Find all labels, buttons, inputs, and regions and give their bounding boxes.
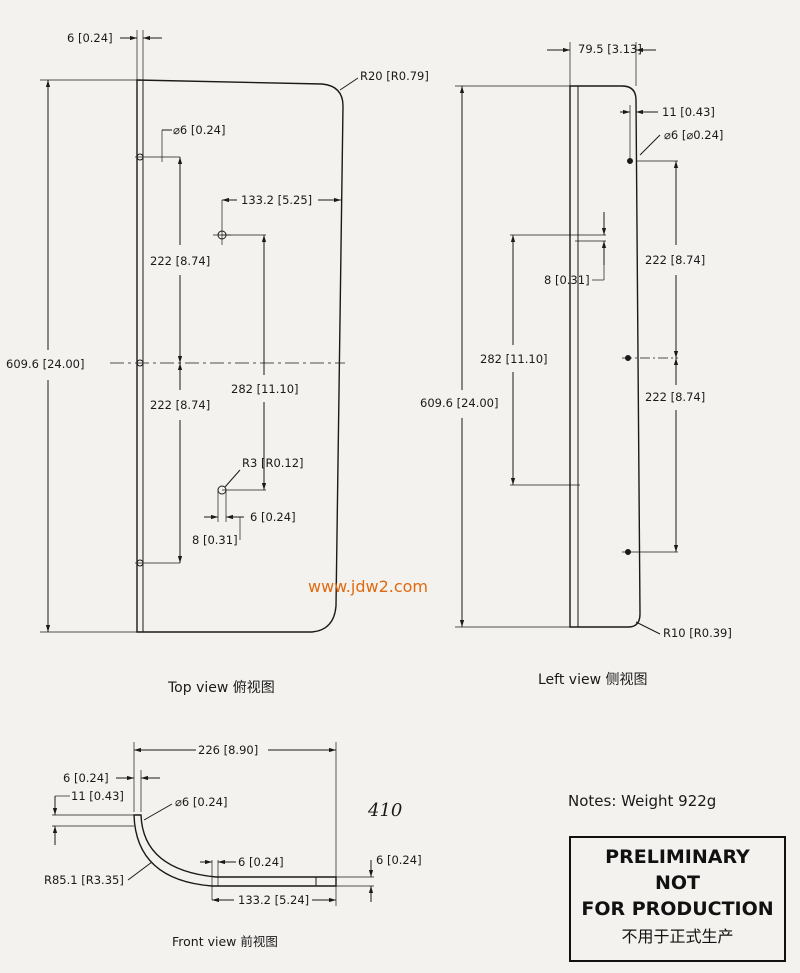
top-slot-radius-dim: R3 [R0.12] [242, 456, 304, 470]
front-edge-offset-dim: 11 [0.43] [71, 789, 124, 803]
top-hole-dia-dim: ⌀6 [0.24] [173, 123, 225, 137]
top-pitch-upper-dim: 222 [8.74] [150, 254, 210, 268]
left-slot-length-dim: 282 [11.10] [480, 352, 548, 366]
top-slot-length-dim: 282 [11.10] [231, 382, 299, 396]
front-overall-width-dim: 226 [8.90] [198, 743, 258, 757]
top-slot-width-dim: 6 [0.24] [250, 510, 296, 524]
stamp-line-2: NOT [654, 872, 700, 894]
top-view-caption: Top view 俯视图 [167, 680, 275, 696]
top-slot-span-dim: 8 [0.31] [192, 533, 238, 547]
front-view-caption: Front view 前视图 [172, 934, 278, 949]
top-hole-offset-dim: 133.2 [5.25] [241, 193, 312, 207]
top-overall-length-dim: 609.6 [24.00] [6, 357, 84, 371]
top-thickness-dim: 6 [0.24] [67, 31, 113, 45]
preliminary-stamp: PRELIMINARY NOT FOR PRODUCTION 不用于正式生产 [569, 836, 786, 962]
top-hole-mid [136, 359, 144, 367]
top-pitch-lower-dim: 222 [8.74] [150, 398, 210, 412]
top-corner-radius-dim: R20 [R0.79] [360, 69, 429, 83]
top-view [40, 30, 359, 633]
front-thickness-b-dim: 6 [0.24] [376, 853, 422, 867]
front-view-labels: 226 [8.90] 6 [0.24] 11 [0.43] ⌀6 [0.24] … [44, 743, 422, 949]
left-pitch-lower-dim: 222 [8.74] [645, 390, 705, 404]
front-slot-offset-dim: 133.2 [5.24] [238, 893, 309, 907]
left-view-outline [569, 85, 641, 628]
top-view-outline [136, 79, 344, 633]
left-corner-radius-dim: R10 [R0.39] [663, 626, 732, 640]
stamp-line-3: FOR PRODUCTION [581, 898, 774, 920]
stamp-line-1: PRELIMINARY [605, 846, 750, 868]
front-view [52, 742, 374, 906]
left-overall-length-dim: 609.6 [24.00] [420, 396, 498, 410]
front-view-profile [133, 814, 337, 887]
left-view-caption: Left view 侧视图 [538, 672, 647, 688]
weight-note: Notes: Weight 922g [568, 792, 716, 810]
left-flange-dim: 79.5 [3.13] [578, 42, 642, 56]
left-hole-upper [627, 158, 633, 164]
left-hole-dia-dim: ⌀6 [⌀0.24] [664, 128, 723, 142]
top-view-labels: 6 [0.24] R20 [R0.79] ⌀6 [0.24] 133.2 [5.… [6, 31, 429, 696]
front-bend-radius-dim: R85.1 [R3.35] [44, 873, 124, 887]
left-slot-width-dim: 8 [0.31] [544, 273, 590, 287]
handwritten-note: 410 [367, 800, 402, 821]
stamp-line-4: 不用于正式生产 [621, 927, 734, 946]
left-view [455, 42, 679, 635]
watermark: www.jdw2.com [308, 577, 428, 596]
left-view-labels: 79.5 [3.13] 11 [0.43] ⌀6 [⌀0.24] 222 [8.… [420, 42, 732, 688]
left-pitch-upper-dim: 222 [8.74] [645, 253, 705, 267]
front-thickness-a-dim: 6 [0.24] [63, 771, 109, 785]
front-slot-width-dim: 6 [0.24] [238, 855, 284, 869]
left-edge-offset-dim: 11 [0.43] [662, 105, 715, 119]
front-hole-dia-dim: ⌀6 [0.24] [175, 795, 227, 809]
